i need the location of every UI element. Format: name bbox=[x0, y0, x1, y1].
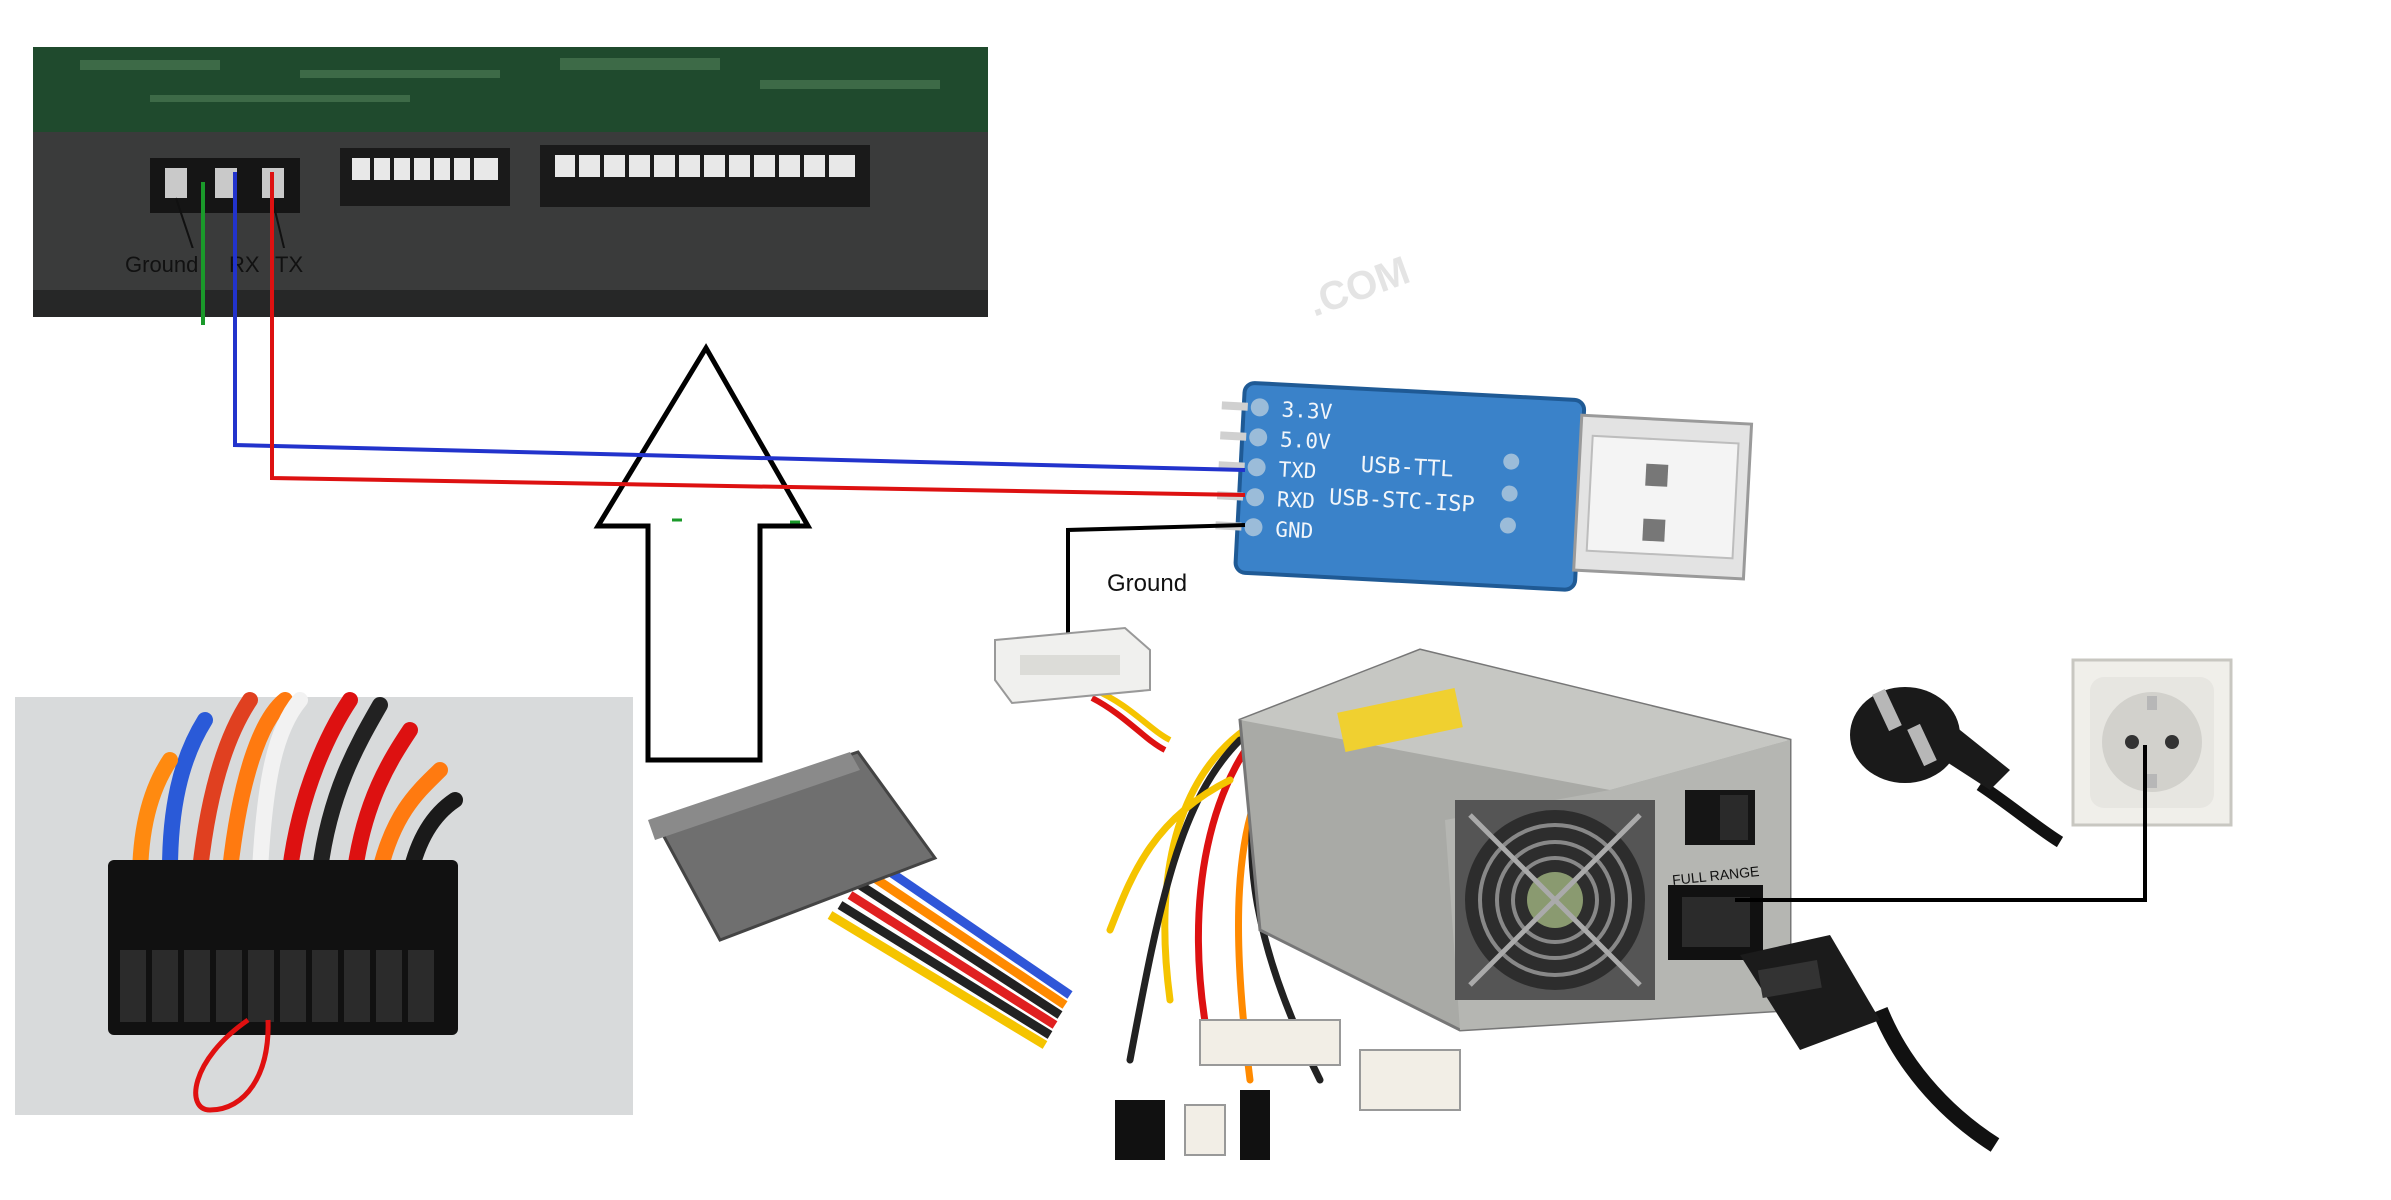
adapter-pin-txd: TXD bbox=[1278, 457, 1317, 483]
psu-photo: FULL RANGE bbox=[1106, 648, 1792, 1160]
mains-line bbox=[1735, 745, 2147, 902]
rx-wire-blue bbox=[233, 172, 1246, 472]
adapter-pin-3v3: 3.3V bbox=[1281, 398, 1333, 425]
hdd-label-ground: Ground bbox=[125, 252, 198, 277]
adapter-title-line1: USB-TTL bbox=[1360, 453, 1454, 483]
usb-ttl-adapter: 3.3V 5.0V TXD RXD GND USB-TTL USB-STC-IS… bbox=[1215, 381, 1754, 592]
atx-24pin-photo bbox=[15, 692, 633, 1115]
up-arrow bbox=[593, 343, 813, 763]
hdd-pcb-board bbox=[33, 47, 988, 132]
ground-label: Ground bbox=[1107, 570, 1187, 597]
schuko-plug bbox=[1850, 687, 2064, 848]
molex-connector bbox=[994, 626, 1172, 753]
serial-wires bbox=[201, 172, 1246, 645]
sata-power-plug bbox=[648, 750, 1073, 1049]
tx-wire-red bbox=[270, 172, 1246, 497]
adapter-pin-5v: 5.0V bbox=[1279, 427, 1331, 454]
paperclip-jumper bbox=[193, 1017, 271, 1113]
hdd-back-photo: Ground RX TX bbox=[33, 47, 988, 317]
psu-fan bbox=[1455, 800, 1655, 1000]
iec-power-cord bbox=[1740, 935, 2000, 1152]
watermark: .COM bbox=[1302, 248, 1415, 325]
adapter-pin-gnd: GND bbox=[1275, 517, 1314, 543]
adapter-pin-rxd: RXD bbox=[1276, 487, 1315, 513]
hdd-label-tx: TX bbox=[275, 252, 303, 277]
wall-socket bbox=[2071, 658, 2233, 827]
ground-wire-black bbox=[1066, 523, 1246, 645]
watermark-text: .COM bbox=[1302, 248, 1415, 325]
